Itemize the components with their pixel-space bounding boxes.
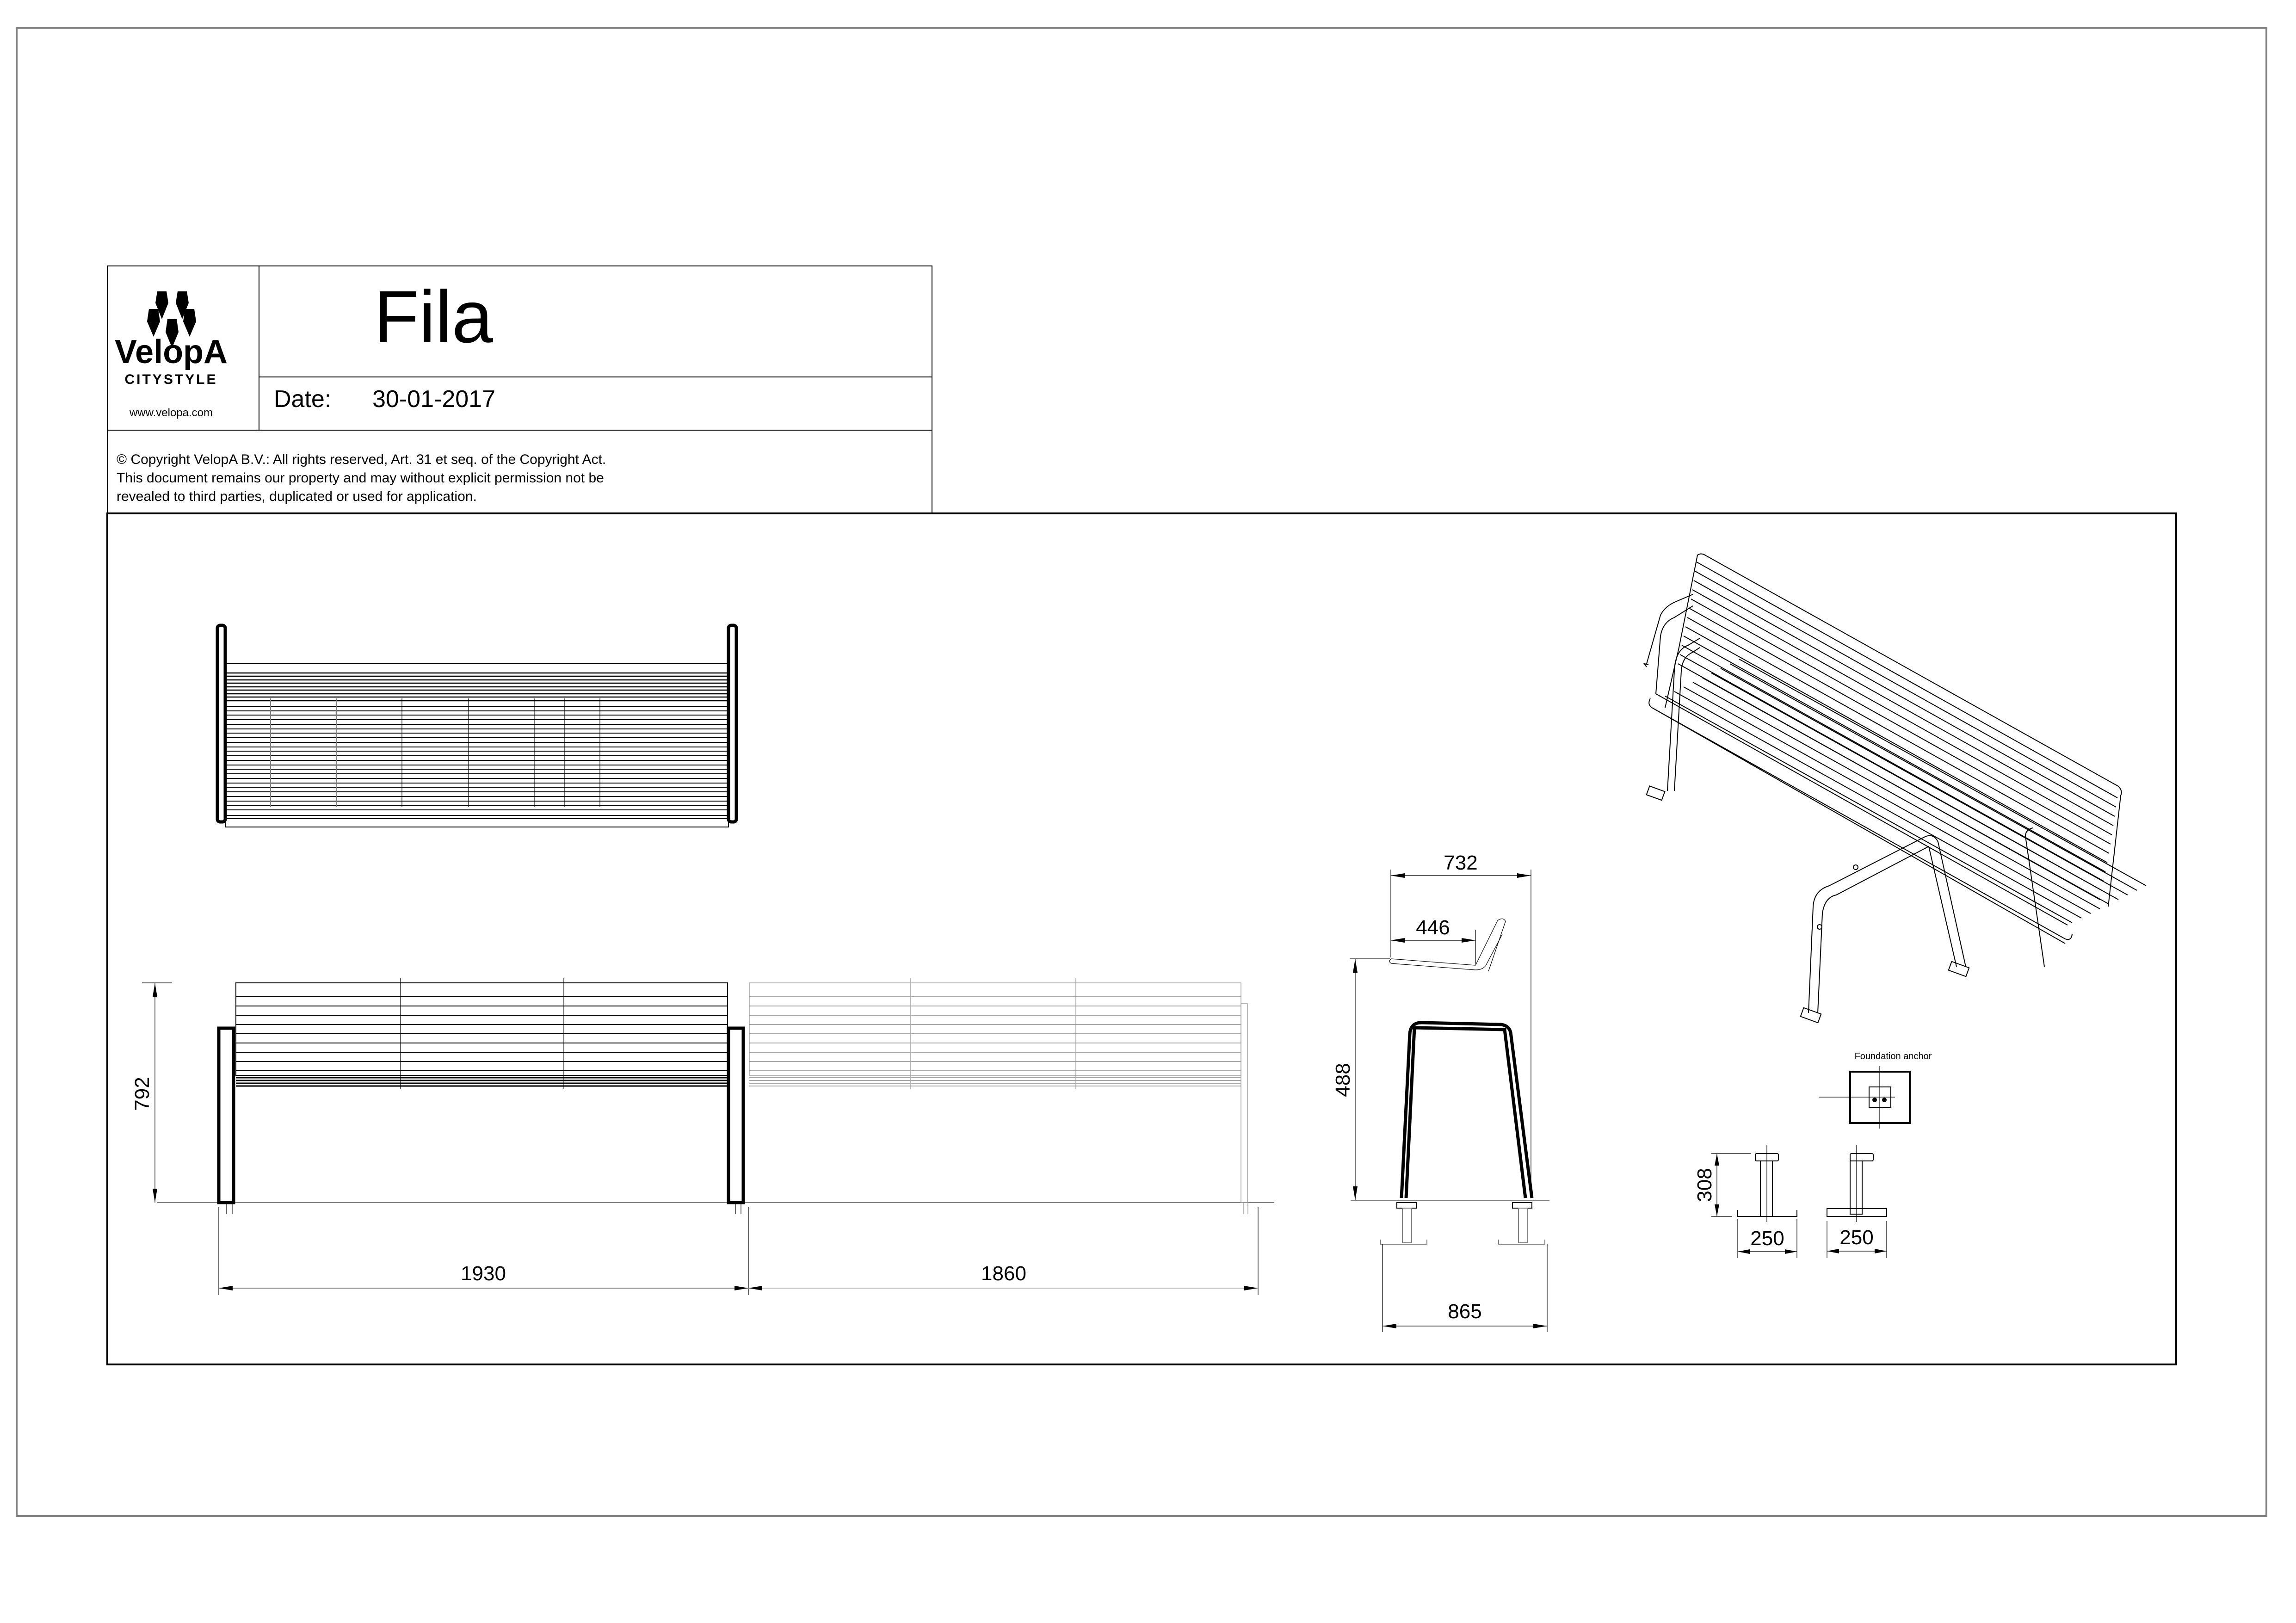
dim-anchor-height-308: 308 bbox=[1693, 1168, 1716, 1202]
copyright-line-1: © Copyright VelopA B.V.: All rights rese… bbox=[117, 452, 606, 467]
product-title: Fila bbox=[374, 275, 493, 358]
dim-anchor-width-250-left: 250 bbox=[1750, 1227, 1784, 1250]
brand-name: VelopA bbox=[115, 333, 228, 370]
date-label: Date: bbox=[274, 386, 331, 413]
dim-height-792: 792 bbox=[131, 1077, 154, 1111]
copyright-line-3: revealed to third parties, duplicated or… bbox=[117, 489, 477, 504]
foundation-anchor-label: Foundation anchor bbox=[1855, 1051, 1932, 1061]
dim-width-1860: 1860 bbox=[981, 1262, 1026, 1285]
drawing-frame bbox=[106, 512, 2177, 1365]
dim-seat-height-488: 488 bbox=[1332, 1063, 1354, 1097]
dim-seat-depth-446: 446 bbox=[1416, 916, 1450, 939]
dim-width-1930: 1930 bbox=[461, 1262, 506, 1285]
velopa-flower-icon bbox=[147, 291, 196, 348]
brand-tagline: CITYSTYLE bbox=[124, 372, 217, 387]
isometric-view bbox=[1643, 553, 2147, 1024]
dim-depth-732: 732 bbox=[1444, 852, 1477, 874]
top-view bbox=[216, 623, 738, 827]
side-view: 732 446 488 865 bbox=[1332, 852, 1549, 1332]
title-block: VelopA CITYSTYLE www.velopa.com Fila Dat… bbox=[107, 265, 932, 513]
sheet-border bbox=[16, 27, 2267, 1517]
date-value: 30-01-2017 bbox=[372, 386, 495, 413]
front-view: 792 1930 1860 bbox=[131, 978, 1274, 1295]
brand-website: www.velopa.com bbox=[129, 407, 213, 419]
foundation-anchor-view: Foundation anchor 308 250 bbox=[1693, 1051, 1932, 1258]
dim-anchor-width-250-right: 250 bbox=[1839, 1226, 1873, 1249]
copyright-line-2: This document remains our property and m… bbox=[117, 470, 604, 486]
dim-base-865: 865 bbox=[1448, 1300, 1481, 1323]
